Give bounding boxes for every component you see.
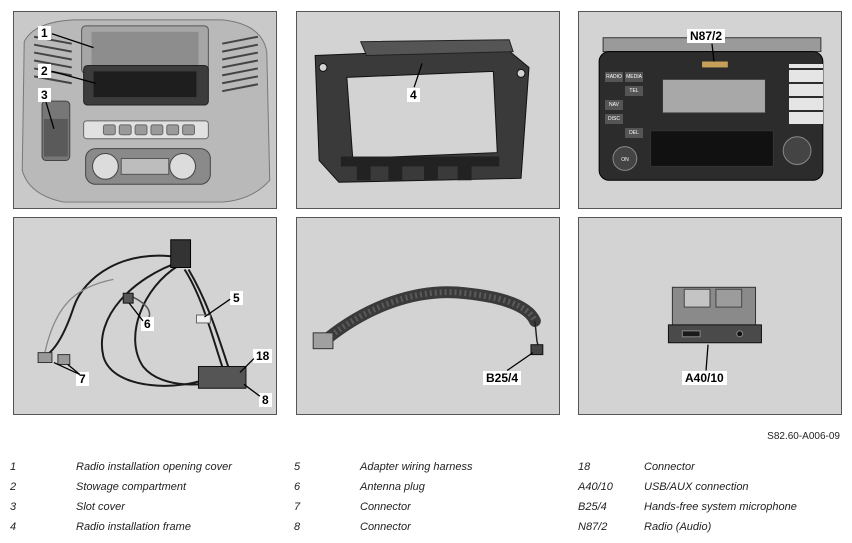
legend-code: B25/4 bbox=[578, 501, 607, 513]
callout-a40-10: A40/10 bbox=[682, 371, 727, 385]
usb-leader-lines bbox=[705, 344, 709, 371]
legend-code: 1 bbox=[10, 461, 17, 473]
radio-button: NAV bbox=[605, 100, 623, 110]
harness-panel: 5 6 7 18 8 bbox=[13, 217, 277, 415]
radio-button: ON bbox=[621, 157, 629, 163]
legend-desc: Adapter wiring harness bbox=[360, 461, 473, 473]
legend-code: A40/10 bbox=[578, 481, 613, 493]
radio-button: TEL bbox=[625, 86, 643, 96]
legend-desc: Hands-free system microphone bbox=[644, 501, 797, 513]
legend-code: 8 bbox=[294, 521, 301, 533]
microphone-leader-lines bbox=[506, 352, 534, 371]
legend-desc: Radio (Audio) bbox=[644, 521, 712, 533]
legend-desc: Connector bbox=[360, 501, 411, 513]
frame-leader-lines bbox=[413, 63, 423, 88]
dashboard-panel: 1 2 3 bbox=[13, 11, 277, 209]
radio-button: DISC bbox=[605, 114, 623, 124]
usb-illustration bbox=[579, 218, 841, 414]
callout-3: 3 bbox=[38, 88, 51, 102]
legend-desc: USB/AUX connection bbox=[644, 481, 749, 493]
legend-desc: Radio installation frame bbox=[76, 521, 191, 533]
legend-desc: Stowage compartment bbox=[76, 481, 187, 493]
legend-code: 4 bbox=[10, 521, 17, 533]
frame-illustration bbox=[297, 12, 559, 208]
harness-illustration bbox=[14, 218, 276, 414]
legend-code: N87/2 bbox=[578, 521, 608, 533]
callout-5: 5 bbox=[230, 291, 243, 305]
dashboard-leader-lines bbox=[45, 33, 96, 129]
legend-code: 6 bbox=[294, 481, 301, 493]
callout-6: 6 bbox=[141, 317, 154, 331]
callout-2: 2 bbox=[38, 64, 51, 78]
legend-desc: Antenna plug bbox=[360, 481, 425, 493]
frame-panel: 4 bbox=[296, 11, 560, 209]
callout-n87-2: N87/2 bbox=[687, 29, 726, 43]
legend: 1 Radio installation opening cover 2 Sto… bbox=[0, 460, 852, 540]
legend-desc: Radio installation opening cover bbox=[76, 461, 232, 473]
radio-keypad bbox=[789, 64, 823, 124]
usb-panel: A40/10 bbox=[578, 217, 842, 415]
radio-button: MEDIA bbox=[625, 72, 643, 82]
callout-8: 8 bbox=[259, 393, 272, 407]
legend-code: 5 bbox=[294, 461, 301, 473]
radio-leader-lines bbox=[711, 43, 715, 62]
legend-code: 7 bbox=[294, 501, 301, 513]
legend-desc: Connector bbox=[644, 461, 695, 473]
legend-code: 2 bbox=[10, 481, 17, 493]
callout-4: 4 bbox=[407, 88, 420, 102]
callout-b25-4: B25/4 bbox=[483, 371, 522, 385]
harness-leader-lines bbox=[53, 298, 261, 397]
legend-code: 18 bbox=[578, 461, 591, 473]
radio-panel: N87/2 RADIO MEDIA TEL NAV DISC DEL ON bbox=[578, 11, 842, 209]
callout-18: 18 bbox=[253, 349, 273, 363]
callout-1: 1 bbox=[38, 26, 51, 40]
radio-button: RADIO bbox=[605, 72, 623, 82]
reference-code: S82.60-A006-09 bbox=[767, 431, 840, 442]
microphone-panel: B25/4 bbox=[296, 217, 560, 415]
legend-code: 3 bbox=[10, 501, 17, 513]
callout-7: 7 bbox=[76, 372, 89, 386]
legend-desc: Slot cover bbox=[76, 501, 125, 513]
radio-button: DEL bbox=[625, 128, 643, 138]
legend-desc: Connector bbox=[360, 521, 411, 533]
